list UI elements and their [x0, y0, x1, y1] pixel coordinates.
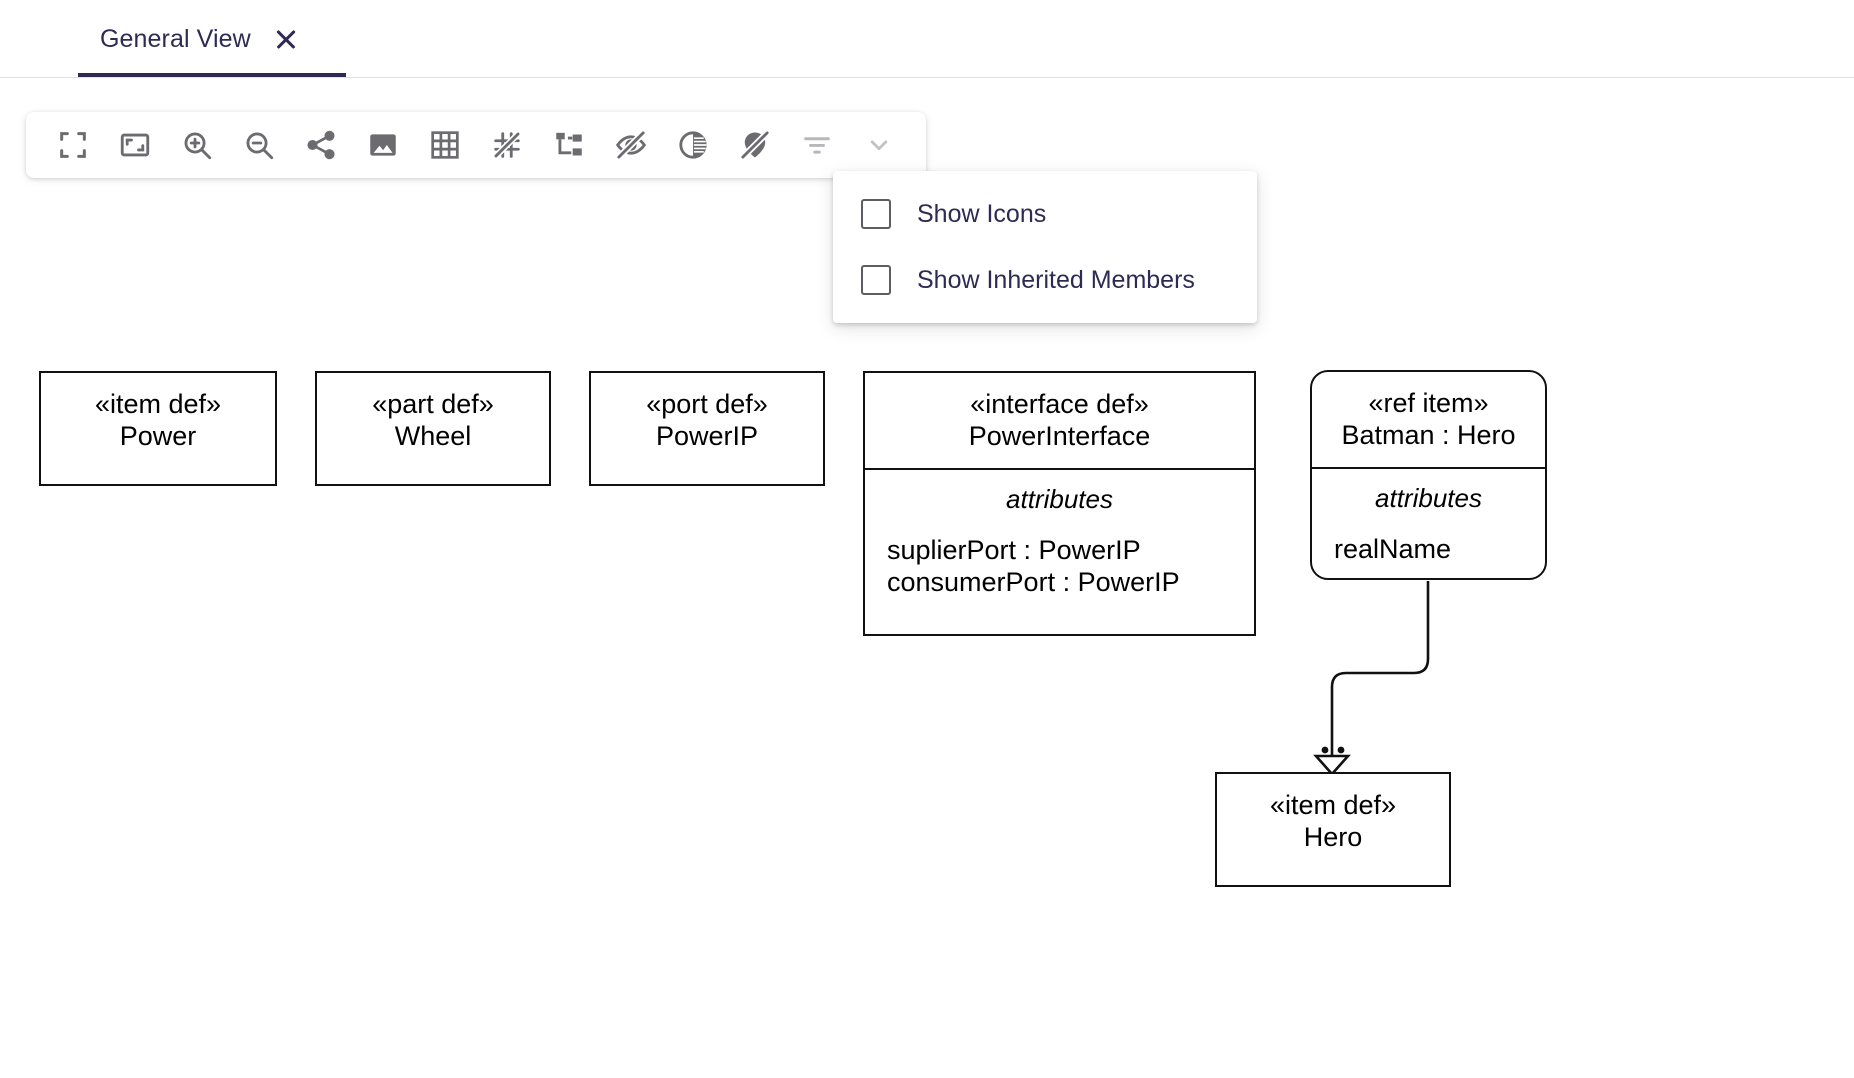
zoom-in-button[interactable]	[166, 117, 228, 173]
attribute-row: consumerPort : PowerIP	[887, 567, 1180, 598]
node-stereotype: «port def»	[646, 389, 768, 419]
diagram-node-powerip[interactable]: «port def» PowerIP	[589, 371, 825, 486]
zoom-to-fit-button[interactable]	[104, 117, 166, 173]
zoom-in-icon	[180, 128, 214, 162]
diagram-node-powerinterface[interactable]: «interface def» PowerInterface attribute…	[863, 371, 1256, 636]
node-header: «port def» PowerIP	[591, 373, 823, 468]
share-button[interactable]	[290, 117, 352, 173]
close-icon[interactable]	[273, 26, 299, 52]
eye-off-icon	[614, 128, 648, 162]
node-name: Batman : Hero	[1341, 419, 1516, 450]
node-header: «interface def» PowerInterface	[865, 373, 1254, 471]
checkbox-show-inherited-members[interactable]	[861, 265, 891, 295]
label-off-icon	[738, 128, 772, 162]
node-name: Wheel	[394, 420, 472, 451]
hide-elements-button[interactable]	[600, 117, 662, 173]
share-icon	[304, 128, 338, 162]
filter-icon	[800, 128, 834, 162]
diagram-node-hero[interactable]: «item def» Hero	[1215, 772, 1451, 887]
fit-image-icon	[118, 128, 152, 162]
node-name: PowerInterface	[968, 420, 1151, 451]
node-stereotype: «ref item»	[1368, 388, 1489, 418]
tab-label: General View	[100, 24, 251, 53]
attribute-row: suplierPort : PowerIP	[887, 535, 1141, 566]
node-header: «ref item» Batman : Hero	[1312, 372, 1545, 470]
diagram-toolbar	[26, 112, 926, 178]
checkbox-show-icons[interactable]	[861, 199, 891, 229]
fit-screen-icon	[56, 128, 90, 162]
node-compartment-attributes: attributes suplierPort : PowerIP consume…	[865, 470, 1254, 615]
node-stereotype: «part def»	[372, 389, 494, 419]
diagram-canvas[interactable]: «item def» Power «part def» Wheel «port …	[0, 178, 1854, 1078]
compartment-title: attributes	[1006, 484, 1113, 515]
feature-typing-edge[interactable]	[1330, 581, 1430, 763]
zoom-out-button[interactable]	[228, 117, 290, 173]
export-image-button[interactable]	[352, 117, 414, 173]
toggle-snap-button[interactable]	[476, 117, 538, 173]
menu-item-show-icons[interactable]: Show Icons	[833, 181, 1257, 247]
auto-layout-button[interactable]	[538, 117, 600, 173]
filter-button[interactable]	[786, 117, 848, 173]
menu-item-label: Show Inherited Members	[917, 265, 1195, 294]
contrast-icon	[676, 128, 710, 162]
zoom-out-icon	[242, 128, 276, 162]
snap-off-icon	[490, 128, 524, 162]
chevron-down-icon	[864, 130, 894, 160]
hide-labels-button[interactable]	[724, 117, 786, 173]
diagram-node-power[interactable]: «item def» Power	[39, 371, 277, 486]
tab-active-indicator	[78, 73, 346, 77]
diagram-node-batman[interactable]: «ref item» Batman : Hero attributes real…	[1310, 370, 1547, 580]
contrast-button[interactable]	[662, 117, 724, 173]
compartment-title: attributes	[1375, 483, 1482, 514]
more-options-button[interactable]	[848, 117, 910, 173]
attribute-row: realName	[1334, 534, 1452, 565]
fit-to-screen-button[interactable]	[42, 117, 104, 173]
menu-item-show-inherited-members[interactable]: Show Inherited Members	[833, 247, 1257, 313]
node-compartment-attributes: attributes realName	[1312, 469, 1545, 582]
edge-dot-left	[1321, 746, 1329, 754]
edge-dot-right	[1337, 746, 1345, 754]
node-stereotype: «item def»	[94, 389, 222, 419]
node-name: Hero	[1303, 821, 1363, 852]
hierarchy-layout-icon	[552, 128, 586, 162]
view-options-menu: Show Icons Show Inherited Members	[833, 171, 1257, 323]
toggle-grid-button[interactable]	[414, 117, 476, 173]
node-stereotype: «interface def»	[970, 389, 1149, 419]
tab-general-view[interactable]: General View	[78, 0, 321, 78]
diagram-node-wheel[interactable]: «part def» Wheel	[315, 371, 551, 486]
grid-icon	[428, 128, 462, 162]
node-header: «item def» Power	[41, 373, 275, 468]
tab-bar: General View	[0, 0, 1854, 78]
node-name: Power	[119, 420, 197, 451]
menu-item-label: Show Icons	[917, 199, 1047, 228]
image-icon	[366, 128, 400, 162]
node-name: PowerIP	[655, 420, 759, 451]
node-header: «item def» Hero	[1217, 774, 1449, 869]
node-stereotype: «item def»	[1269, 790, 1397, 820]
node-header: «part def» Wheel	[317, 373, 549, 468]
